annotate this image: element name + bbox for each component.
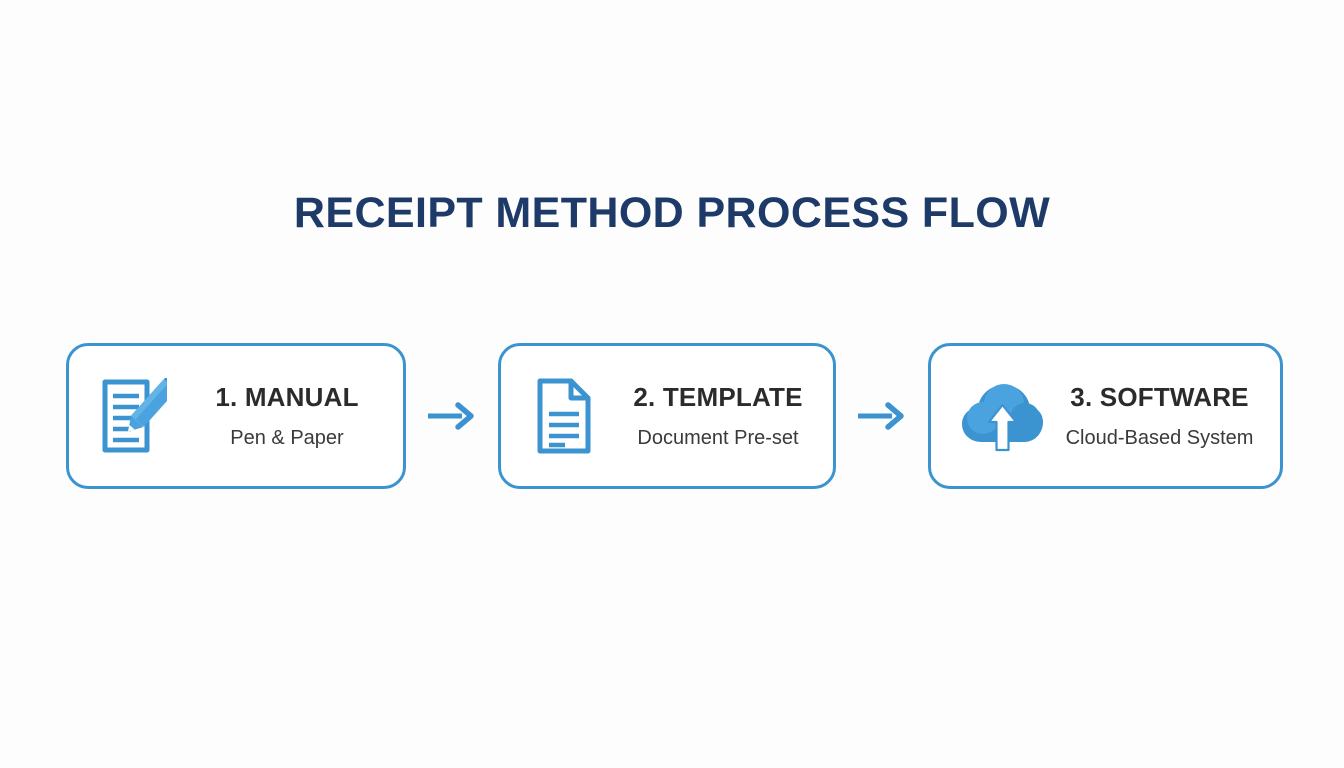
process-step-software[interactable]: 3. SOFTWARE Cloud-Based System bbox=[928, 343, 1283, 489]
step-subtitle: Pen & Paper bbox=[230, 427, 344, 450]
step-title: 3. SOFTWARE bbox=[1070, 381, 1249, 412]
step-title: 1. MANUAL bbox=[215, 381, 359, 412]
page-title: RECEIPT METHOD PROCESS FLOW bbox=[293, 189, 1051, 237]
step-text-group: 1. MANUAL Pen & Paper bbox=[185, 383, 389, 450]
process-step-manual[interactable]: 1. MANUAL Pen & Paper bbox=[66, 343, 406, 489]
process-flow-row: 1. MANUAL Pen & Paper bbox=[66, 343, 1283, 489]
arrow-right-icon bbox=[856, 401, 908, 431]
process-step-template[interactable]: 2. TEMPLATE Document Pre-set bbox=[498, 343, 836, 489]
document-pencil-icon bbox=[97, 375, 171, 457]
cloud-upload-icon bbox=[959, 375, 1045, 457]
step-text-group: 3. SOFTWARE Cloud-Based System bbox=[1053, 383, 1266, 450]
document-page-icon bbox=[529, 375, 603, 457]
step-subtitle: Cloud-Based System bbox=[1065, 427, 1254, 450]
step-title: 2. TEMPLATE bbox=[633, 381, 803, 412]
step-subtitle: Document Pre-set bbox=[637, 427, 799, 450]
step-text-group: 2. TEMPLATE Document Pre-set bbox=[617, 383, 819, 450]
arrow-right-icon bbox=[426, 401, 478, 431]
